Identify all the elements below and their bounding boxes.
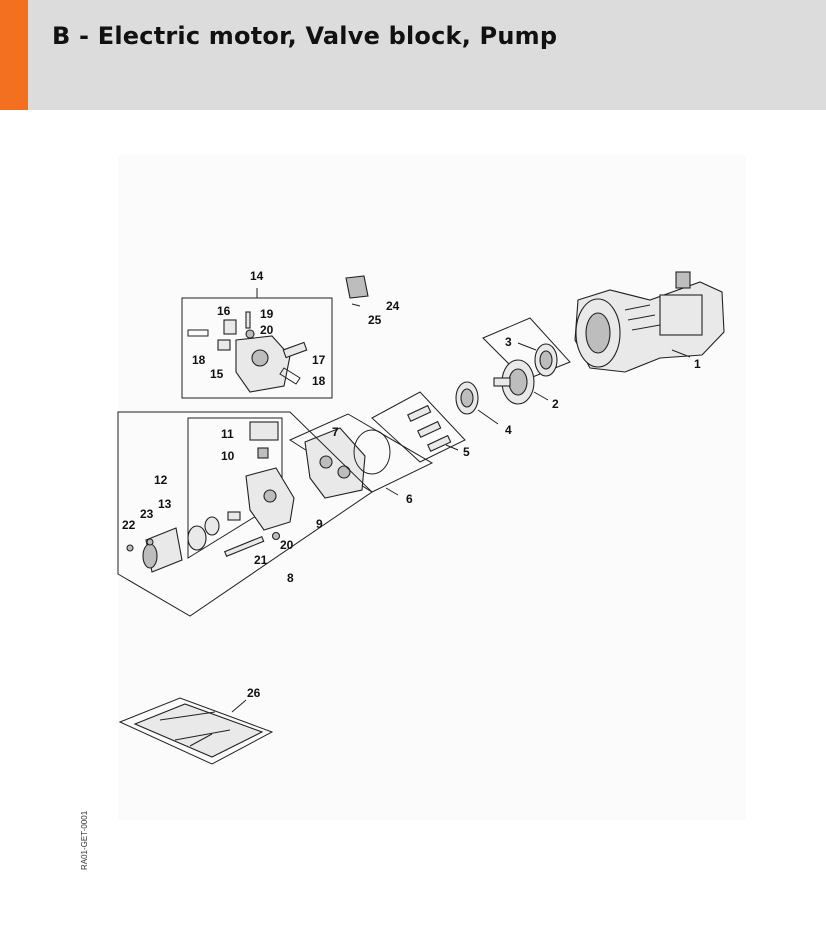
callout-19: 19 [260, 307, 274, 321]
accent-bar [0, 0, 28, 110]
diagram-svg: 1 2 3 4 5 6 7 8 9 10 11 12 13 14 15 16 1… [117, 269, 725, 765]
callout-24: 24 [386, 299, 400, 313]
callout-26: 26 [247, 686, 261, 700]
callout-7: 7 [332, 425, 339, 439]
page-header: B - Electric motor, Valve block, Pump [0, 0, 826, 110]
callout-4: 4 [505, 423, 512, 437]
callout-8: 8 [287, 571, 294, 585]
callout-6: 6 [406, 492, 413, 506]
callout-15: 15 [210, 367, 224, 381]
callout-2: 2 [552, 397, 559, 411]
seal-part-4[interactable] [455, 381, 499, 425]
page-title: B - Electric motor, Valve block, Pump [52, 22, 558, 50]
callout-23: 23 [140, 507, 154, 521]
valve-group-14[interactable] [181, 288, 333, 399]
callout-10: 10 [221, 449, 235, 463]
document-code: RA01-GET-0001 [80, 810, 89, 870]
callout-3: 3 [505, 335, 512, 349]
motor-part-1[interactable] [574, 271, 725, 373]
seal-part-3[interactable] [517, 342, 558, 377]
callout-16: 16 [217, 304, 231, 318]
callout-11: 11 [221, 427, 234, 441]
diagram-area [118, 155, 746, 820]
callout-9: 9 [316, 517, 323, 531]
callout-20-top: 20 [260, 323, 274, 337]
callout-17: 17 [312, 353, 326, 367]
callout-12: 12 [154, 473, 168, 487]
callout-21: 21 [254, 553, 268, 567]
pump-housing-part-6[interactable] [288, 413, 434, 499]
gear-cover-part-2[interactable] [482, 317, 571, 405]
accessory-kit-part-26[interactable] [118, 697, 274, 765]
callout-14: 14 [250, 269, 264, 283]
pistons-part-5[interactable] [371, 391, 466, 463]
callout-22: 22 [122, 518, 136, 532]
callout-18-left: 18 [192, 353, 206, 367]
callout-18-right: 18 [312, 374, 326, 388]
cap-part-24[interactable] [345, 275, 369, 307]
callout-5: 5 [463, 445, 470, 459]
callout-13: 13 [158, 497, 172, 511]
exploded-parts-diagram: 1 2 3 4 5 6 7 8 9 10 11 12 13 14 15 16 1… [0, 110, 826, 930]
valve-block-group-8[interactable] [117, 411, 373, 617]
callout-1: 1 [694, 357, 701, 371]
callout-25: 25 [368, 313, 382, 327]
callout-20-bottom: 20 [280, 538, 294, 552]
